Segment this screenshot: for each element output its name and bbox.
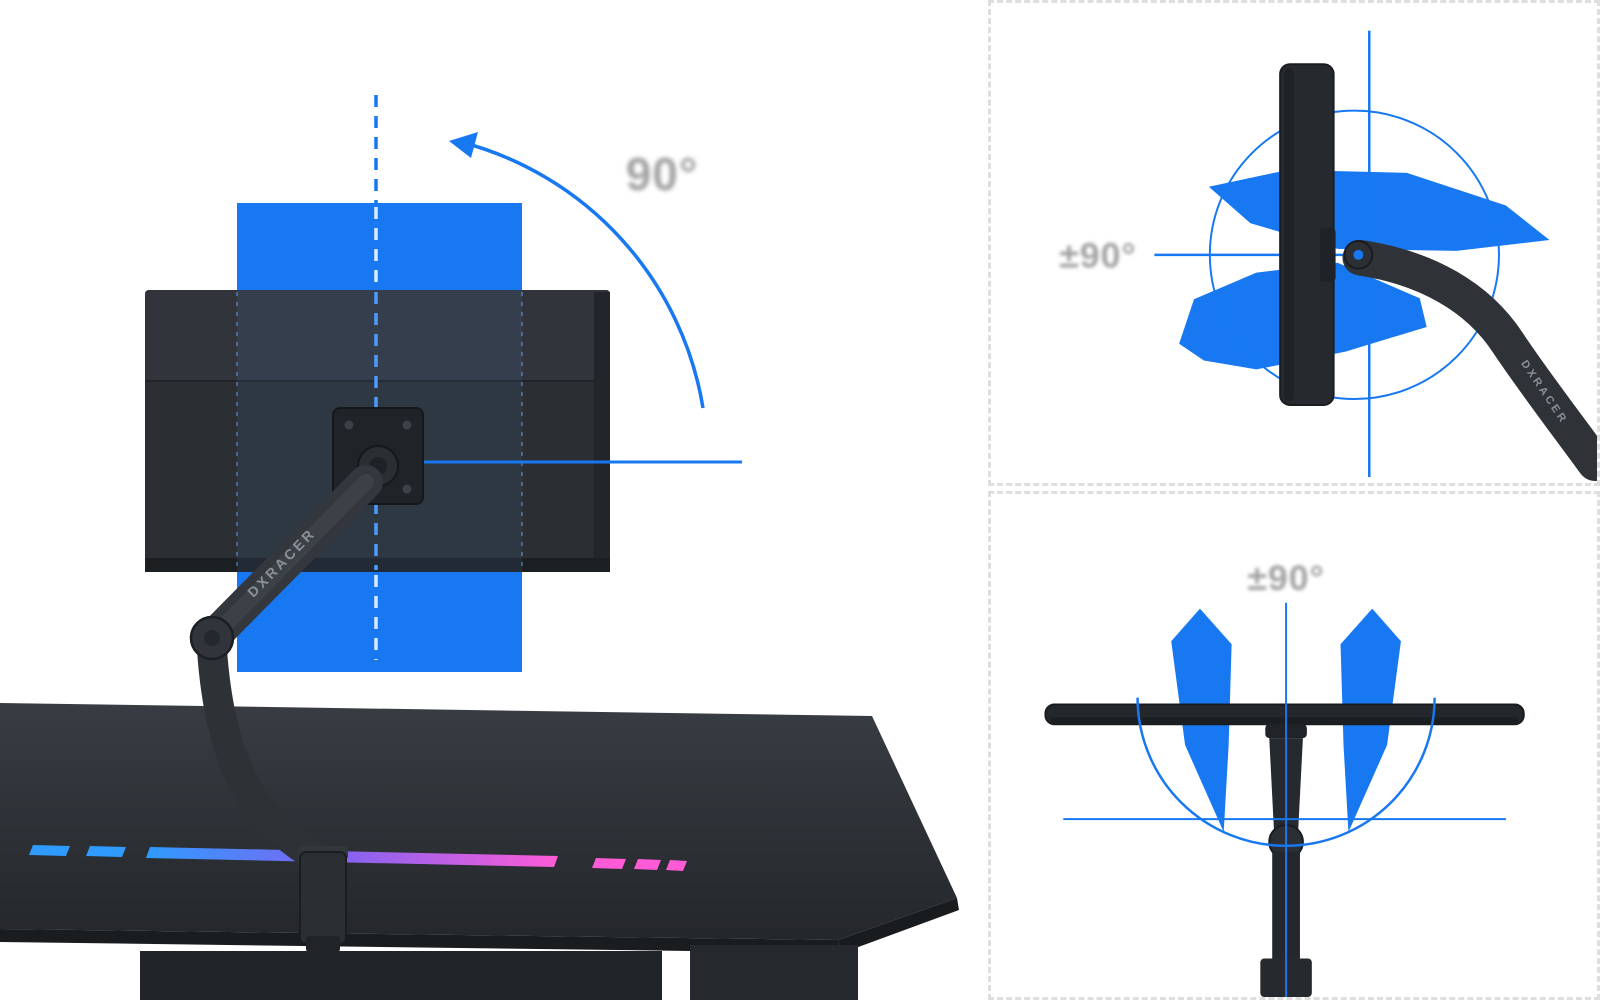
- monitor-top-underside: [1050, 717, 1519, 725]
- vesa-screw: [344, 420, 354, 430]
- rgb-strip-dash: [592, 858, 626, 869]
- tilt-panel: DXRACER ±90°: [988, 0, 1600, 486]
- desk-clamp: [298, 846, 348, 952]
- clamp-foot: [306, 936, 340, 952]
- rotation-arc: [460, 140, 705, 409]
- rgb-strip-dash: [666, 860, 687, 871]
- rgb-strip-dash: [634, 859, 661, 870]
- arm-lower-segment: [197, 635, 337, 875]
- tilt-arm: [1342, 240, 1597, 482]
- monitor-side-view: [1279, 63, 1336, 406]
- monitor-right-edge: [594, 292, 610, 570]
- desk-underframe-right: [690, 945, 858, 1000]
- rgb-strip-bar: [146, 847, 558, 867]
- rotation-illustration: DXRACER 90°: [0, 95, 959, 1000]
- desk-edge-right: [838, 898, 959, 953]
- swivel-illustration: ±90°: [1044, 558, 1525, 997]
- monitor-top-view: [1044, 703, 1525, 739]
- monitor-side-mount: [1319, 228, 1336, 282]
- swivel-angle-label: ±90°: [1247, 558, 1324, 598]
- monitor-side-screen-edge: [1284, 68, 1294, 402]
- rotation-arc-arrow: [449, 132, 705, 409]
- swivel-panel: ±90°: [988, 491, 1600, 1000]
- vesa-screw: [402, 420, 412, 430]
- desk-edge-front: [0, 929, 842, 953]
- rotation-arrowhead: [449, 132, 478, 158]
- vesa-screw: [402, 484, 412, 494]
- rotation-panel: DXRACER 90°: [0, 95, 959, 1000]
- tilt-pivot-center: [1353, 249, 1364, 260]
- tilt-angle-label: ±90°: [1059, 236, 1136, 276]
- rgb-strip-dash: [86, 846, 126, 857]
- arm-elbow-center: [204, 630, 220, 646]
- desk: [0, 703, 959, 1000]
- rotation-angle-label: 90°: [626, 148, 699, 200]
- desk-surface: [0, 703, 957, 940]
- clamp-body: [299, 851, 347, 945]
- tilt-illustration: DXRACER ±90°: [1059, 30, 1597, 482]
- rgb-light-strip: [29, 845, 687, 871]
- desk-underframe-left: [140, 951, 662, 1000]
- arm-upper-highlight: [204, 474, 374, 646]
- rgb-strip-dash: [29, 845, 70, 856]
